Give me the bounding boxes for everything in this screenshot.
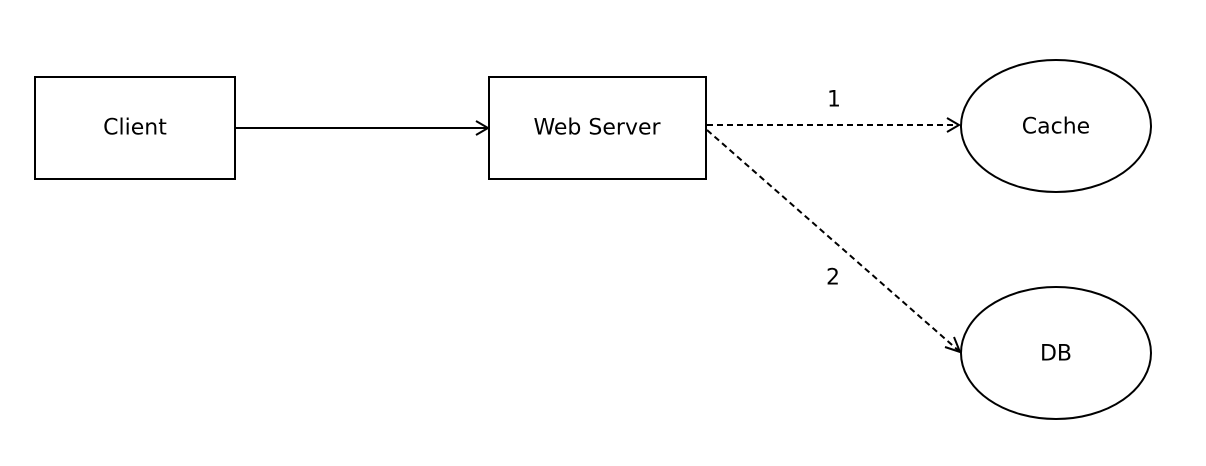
edge-web-server-to-db-arrowhead	[944, 336, 962, 354]
edge-web-server-to-db: 2	[706, 129, 962, 354]
client-node-label: Client	[103, 116, 167, 141]
edge-client-to-web-server-arrowhead	[475, 120, 490, 136]
cache-node[interactable]: Cache	[960, 59, 1152, 193]
cache-node-label: Cache	[1022, 115, 1090, 140]
edge-web-server-to-cache: 1	[707, 88, 961, 133]
web-server-node[interactable]: Web Server	[488, 76, 707, 180]
web-server-node-label: Web Server	[533, 116, 661, 141]
edge-client-to-web-server	[235, 120, 490, 136]
web-server-node-box	[488, 76, 707, 180]
client-node-box	[34, 76, 236, 180]
cache-node-ellipse	[960, 59, 1152, 193]
db-node[interactable]: DB	[960, 286, 1152, 420]
edge-web-server-to-cache-label: 1	[827, 88, 841, 113]
db-node-label: DB	[1040, 342, 1072, 367]
edge-web-server-to-db-label: 2	[826, 266, 840, 291]
client-node[interactable]: Client	[34, 76, 236, 180]
edge-web-server-to-db-line	[706, 129, 960, 352]
edge-web-server-to-cache-arrowhead	[946, 117, 961, 133]
